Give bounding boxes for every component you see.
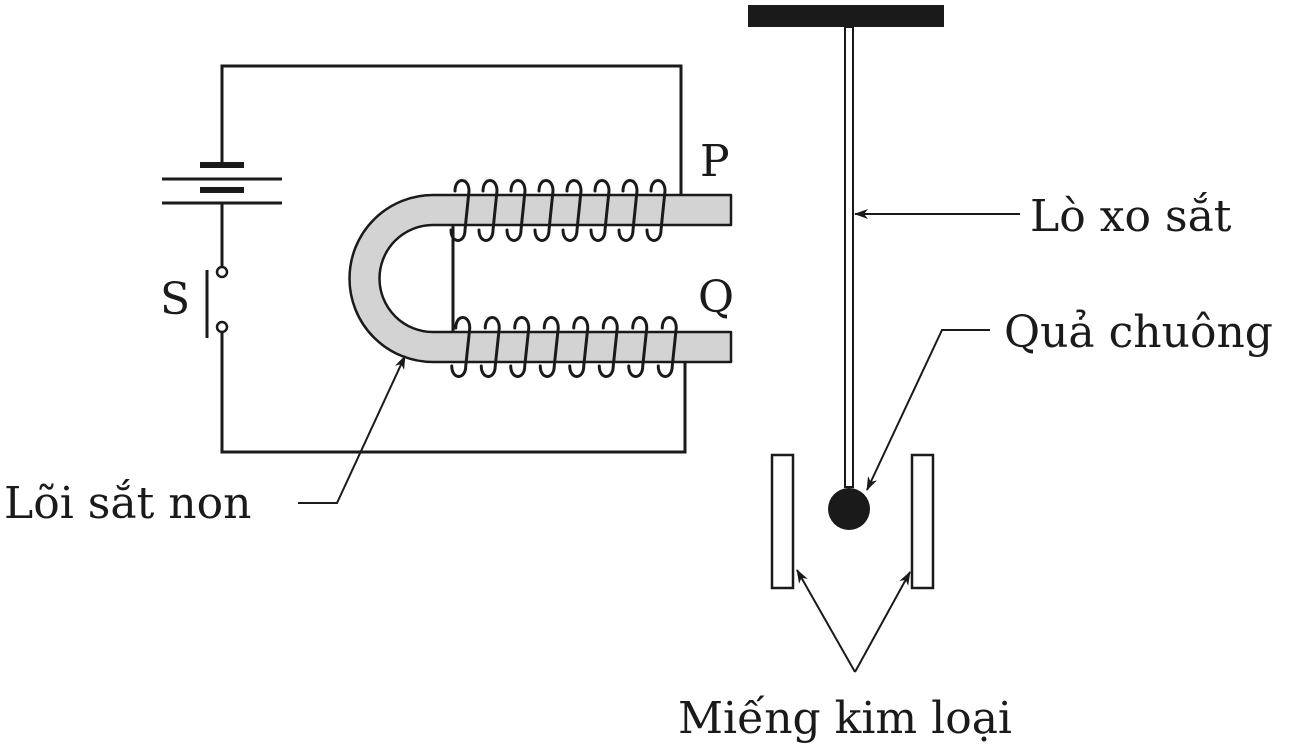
- coil-bottom-turn: [568, 316, 590, 378]
- coil-top-turn: [477, 179, 499, 242]
- core-arrow: [298, 355, 406, 504]
- coil-bottom-turn: [479, 316, 501, 378]
- coil-top-turn: [645, 179, 667, 242]
- top-wire: [220, 64, 683, 196]
- coil-bottom-turn: [597, 316, 619, 378]
- switch-contact-top: [215, 265, 229, 279]
- circuit-wires: [220, 64, 687, 454]
- metal-plate-left: [770, 453, 795, 590]
- coil-top-turn: [533, 179, 555, 242]
- leader-arrows: [298, 209, 1020, 673]
- coil-bottom-turn: [509, 316, 531, 378]
- switch-contact-bottom: [215, 320, 229, 334]
- coil-top-turn: [449, 179, 471, 242]
- label-plates: Miếng kim loại: [678, 693, 1012, 744]
- coil-top-turn: [561, 179, 583, 242]
- label-bell-ball: Quả chuông: [1004, 307, 1273, 358]
- plate-left-arrow: [796, 569, 856, 673]
- coil-bottom-turn: [627, 316, 649, 378]
- plate-right-arrow: [854, 571, 911, 673]
- metal-plate-right: [910, 453, 935, 590]
- battery: [162, 162, 282, 205]
- coil-bottom: [450, 316, 678, 378]
- label-core: Lõi sắt non: [4, 478, 251, 529]
- switch-s: [205, 265, 229, 338]
- bottom-wire: [220, 330, 687, 454]
- coil-top-turn: [589, 179, 611, 242]
- iron-spring: [844, 26, 854, 488]
- coil-top-turn: [505, 179, 527, 242]
- label-switch: S: [160, 274, 190, 325]
- coil-top: [449, 179, 667, 242]
- coil-top-turn: [617, 179, 639, 242]
- iron-core: [348, 193, 733, 364]
- label-terminal-p: P: [700, 136, 730, 187]
- label-terminal-q: Q: [698, 272, 734, 323]
- support-bar: [748, 5, 944, 27]
- label-spring: Lò xo sắt: [1030, 191, 1232, 242]
- coil-bottom-turn: [450, 316, 472, 378]
- coil-bottom-turn: [656, 316, 678, 378]
- bell-ball-arrow: [866, 329, 990, 491]
- bell-ball: [828, 488, 870, 530]
- coil-bottom-turn: [538, 316, 560, 378]
